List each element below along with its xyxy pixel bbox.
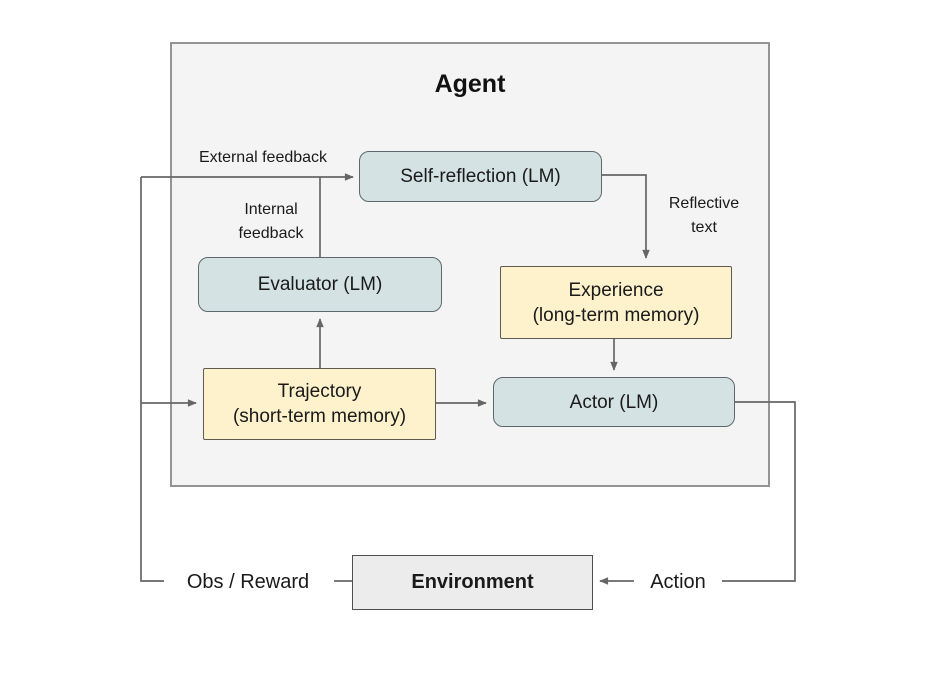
label-action: Action <box>650 571 706 593</box>
node-environment: Environment <box>352 555 593 610</box>
connector-obs-reward-loop-left <box>140 177 164 582</box>
node-experience-label-line2: (long-term memory) <box>532 304 700 326</box>
node-self-reflection-label: Self-reflection (LM) <box>400 166 561 187</box>
node-actor-label: Actor (LM) <box>569 391 659 413</box>
node-evaluator: Evaluator (LM) <box>198 257 442 312</box>
label-internal-feedback: Internal feedback <box>238 201 304 242</box>
label-obs-reward: Obs / Reward <box>186 571 310 593</box>
node-experience-label-line1: Experience <box>568 279 664 301</box>
label-external-feedback: External feedback <box>198 149 328 166</box>
node-experience: Experience (long-term memory) <box>500 266 732 339</box>
node-evaluator-label: Evaluator (LM) <box>257 274 383 295</box>
label-reflective-text: Reflective text <box>668 195 740 236</box>
agent-title: Agent <box>434 70 506 98</box>
node-actor: Actor (LM) <box>493 377 735 427</box>
node-trajectory-label-line1: Trajectory <box>277 381 362 402</box>
node-trajectory: Trajectory (short-term memory) <box>203 368 436 440</box>
node-trajectory-label-line2: (short-term memory) <box>232 406 407 427</box>
node-environment-label: Environment <box>411 571 534 593</box>
node-self-reflection: Self-reflection (LM) <box>359 151 602 202</box>
